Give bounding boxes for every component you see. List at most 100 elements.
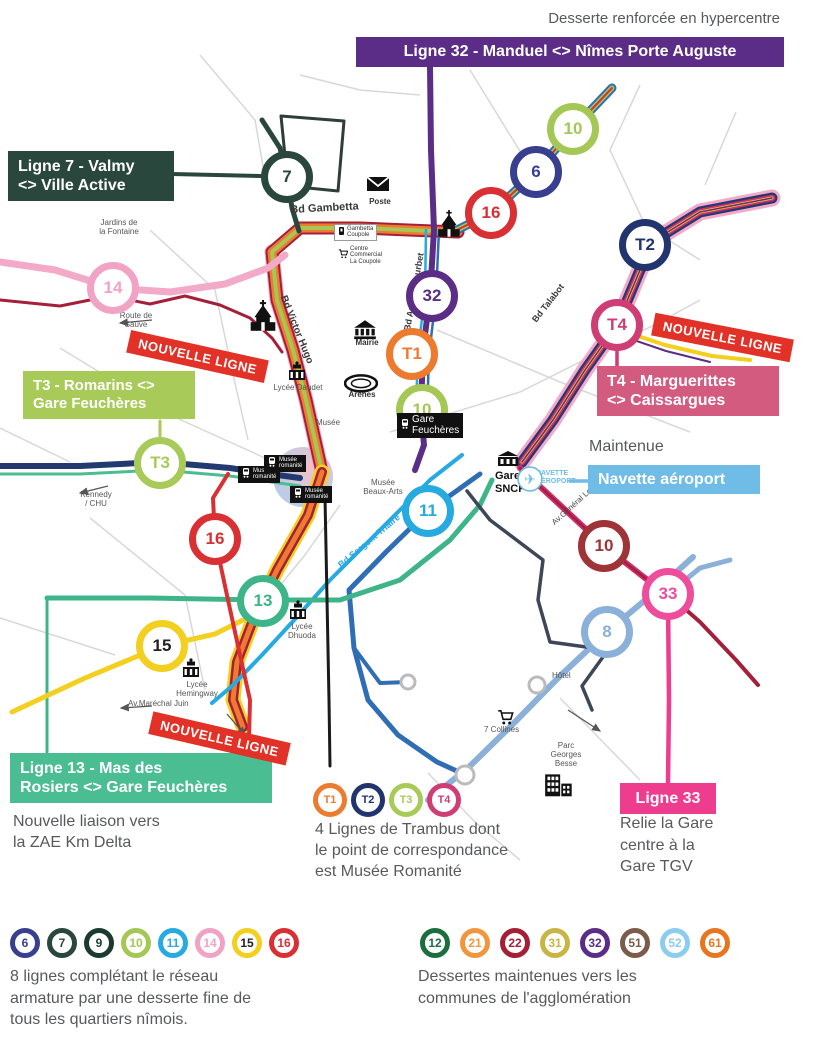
line-badge-15: 15: [136, 620, 188, 672]
line-badge-16: 16: [465, 187, 517, 239]
line-badge-16: 16: [269, 928, 299, 958]
buildings-icon: [544, 772, 574, 798]
line-badge-11: 11: [402, 485, 454, 537]
map-label: Jardins de la Fontaine: [99, 218, 139, 237]
poi-label-light: Centre Commercial La Coupole: [338, 246, 382, 265]
line-badge-7: 7: [47, 928, 77, 958]
direction-arrow: [78, 485, 109, 495]
line32-banner: Ligne 32 - Manduel <> Nîmes Porte August…: [356, 37, 784, 67]
line-badge-33: 33: [642, 568, 694, 620]
school-icon: [286, 360, 308, 382]
direction-arrow: [119, 703, 153, 712]
map-label: Parc Georges Besse: [550, 741, 582, 769]
poi-label-light: Gambetta Coupole: [334, 224, 378, 241]
road: [609, 84, 701, 261]
map-label: Lycée Dhuoda: [287, 622, 317, 641]
line-32-purple: [412, 63, 437, 473]
line-badge-10: 10: [578, 520, 630, 572]
school-icon: [287, 599, 309, 621]
line-badge-10: 10: [547, 103, 599, 155]
line-talabot-purple: [521, 197, 773, 463]
line-badge-32: 32: [406, 270, 458, 322]
connector-ligne7: [170, 172, 263, 178]
arena-icon: [343, 374, 379, 393]
callout-t3: T3 - Romarins <> Gare Feuchères: [23, 371, 195, 419]
line-dark-zigzag: [465, 489, 610, 712]
line-badge-61: 61: [700, 928, 730, 958]
map-label: Route de Sauve: [119, 311, 153, 330]
poi-icon: [338, 226, 345, 238]
line-14-pink: [0, 251, 289, 296]
line-t4-branch-yellow: [618, 328, 752, 362]
line-badge-T3: T3: [389, 783, 423, 817]
direction-arrow: [567, 709, 602, 732]
line-badge-32: 32: [580, 928, 610, 958]
mail-icon: [366, 175, 390, 193]
line-badge-14: 14: [87, 262, 139, 314]
callout-ligne7: Ligne 7 - Valmy <> Ville Active: [8, 151, 174, 202]
roundabout: [399, 673, 417, 691]
line-badge-9: 9: [84, 928, 114, 958]
poi-label-dark: Musée romanité: [264, 455, 307, 472]
line-badge-6: 6: [10, 928, 40, 958]
roundabout: [527, 675, 547, 695]
line-badge-52: 52: [660, 928, 690, 958]
map-label: Av.Maréchal Juin: [128, 699, 189, 708]
line-badge-T4: T4: [427, 783, 461, 817]
road: [299, 74, 421, 96]
line-badge-T2: T2: [351, 783, 385, 817]
line-badge-11: 11: [158, 928, 188, 958]
plane-icon: ✈: [517, 466, 543, 492]
building-icon: [352, 319, 378, 340]
svg-text:✈: ✈: [524, 471, 536, 487]
line-badge-14: 14: [195, 928, 225, 958]
church-icon: [248, 300, 278, 335]
map-label: Kennedy / CHU: [80, 490, 112, 509]
map-label: NAVETTE AÉROPORT: [536, 470, 576, 486]
line-badge-T2: T2: [619, 219, 671, 271]
line-badge-7: 7: [261, 151, 313, 203]
header-note: Desserte renforcée en hypercentre: [548, 10, 780, 27]
line-badge-T1: T1: [313, 783, 347, 817]
cart-icon: [338, 249, 349, 261]
school-icon: [180, 657, 202, 679]
line-badge-T3: T3: [134, 437, 186, 489]
connector-trambus: [323, 495, 332, 768]
callout-t4: T4 - Marguerittes <> Caissargues: [597, 366, 779, 417]
map-label: Lycée Daudet: [273, 383, 323, 392]
line-11-loop: [352, 646, 410, 685]
poi-label-dark: Musée romanité: [290, 486, 333, 503]
line-badge-15: 15: [232, 928, 262, 958]
line-badge-31: 31: [540, 928, 570, 958]
train-icon: [294, 488, 302, 500]
gare-sncf-label: Gare SNCF: [495, 470, 525, 495]
line-badge-6: 6: [510, 146, 562, 198]
station-icon: [496, 450, 520, 468]
line-badge-51: 51: [620, 928, 650, 958]
line-13-teal: [44, 477, 495, 603]
map-label: Lycée Hemingway: [176, 680, 218, 699]
road: [89, 517, 206, 691]
line-badge-16: 16: [189, 513, 241, 565]
callout-navette: Navette aéroport: [588, 465, 760, 495]
road: [559, 697, 641, 781]
line-badge-13: 13: [237, 575, 289, 627]
map-label: Musée Beaux-Arts: [363, 478, 403, 497]
map-label: Poste: [369, 197, 391, 206]
map-label: 7 Collines: [484, 725, 520, 734]
line-badge-T4: T4: [591, 299, 643, 351]
map-label: Arènes: [348, 390, 376, 399]
zae-note: Nouvelle liaison vers la ZAE Km Delta: [13, 813, 160, 851]
agglo-lines-legend-text: Dessertes maintenues vers les communes d…: [418, 968, 637, 1007]
line-badge-12: 12: [420, 928, 450, 958]
trambus-legend-text: 4 Lignes de Trambus dont le point de cor…: [315, 821, 509, 880]
callout-ligne33: Ligne 33: [620, 783, 716, 815]
line-badge-21: 21: [460, 928, 490, 958]
road: [704, 111, 737, 186]
line-badge-8: 8: [581, 606, 633, 658]
church-icon: [436, 210, 462, 240]
